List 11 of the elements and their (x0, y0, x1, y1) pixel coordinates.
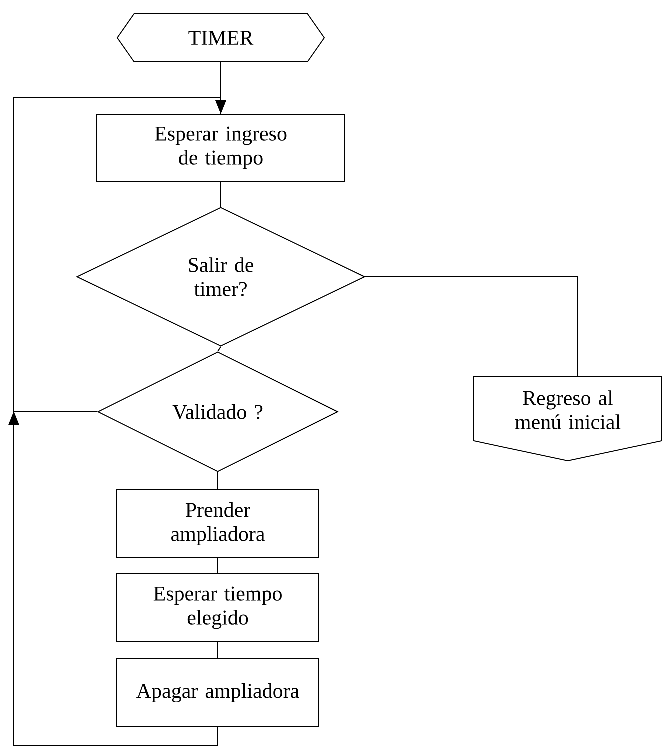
connector-line (365, 276, 578, 378)
process-box: Apagar ampliadora (116, 658, 320, 728)
process-box: Prender ampliadora (116, 490, 320, 558)
process-box: Esperar tiempo elegido (116, 574, 320, 642)
arrow (14, 98, 227, 746)
connector-line (220, 182, 222, 208)
terminal-hexagon: TIMER (116, 14, 326, 62)
connector-line (220, 62, 222, 114)
off-page-connector: Regreso al menú inicial (474, 376, 662, 462)
process-box: Esperar ingreso de tiempo (96, 114, 346, 182)
connector-line (218, 346, 222, 352)
